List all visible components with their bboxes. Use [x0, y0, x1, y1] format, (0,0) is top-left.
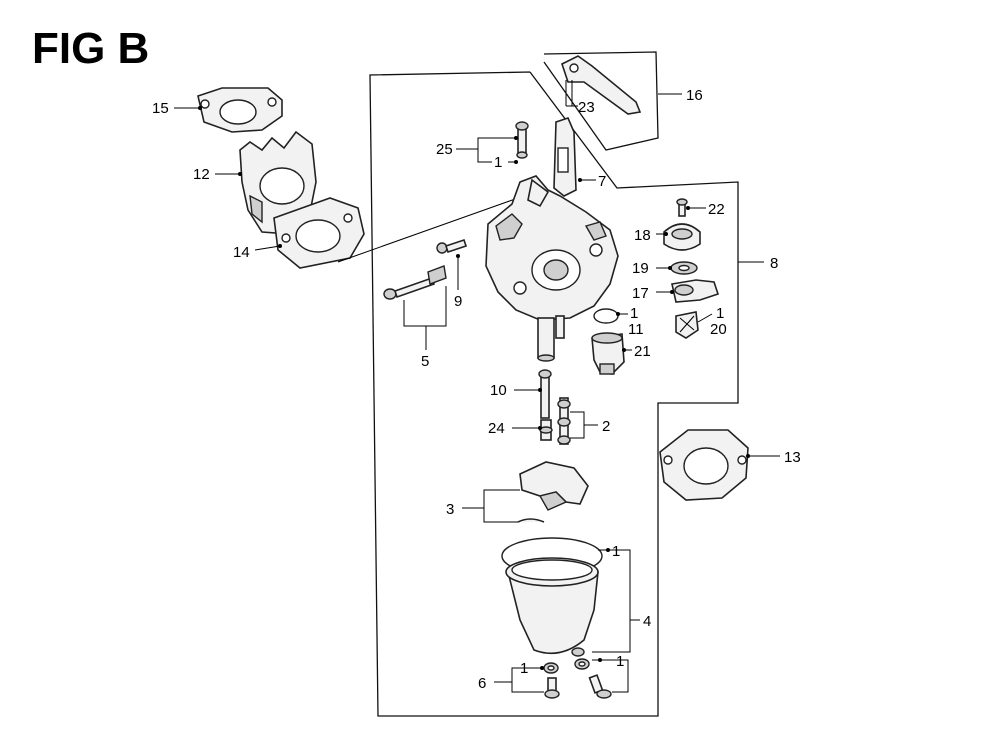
assembly-line — [337, 197, 519, 263]
callout-24: 24 — [488, 420, 505, 437]
callout-6: 6 — [478, 675, 486, 692]
leader-lines — [174, 93, 780, 693]
part-7-bracket — [553, 117, 577, 197]
callout-1-f: 1 — [616, 653, 624, 670]
part-13-gasket — [659, 429, 749, 501]
callout-15: 15 — [152, 100, 169, 117]
callout-1-d: 1 — [612, 543, 620, 560]
part-17-body — [671, 279, 720, 303]
callout-labels: 15 12 14 25 1 7 23 16 9 5 22 18 8 19 17 … — [152, 87, 801, 692]
part-18-cap — [663, 223, 701, 251]
part-3-float — [517, 461, 589, 523]
callout-16: 16 — [686, 87, 703, 104]
part-6-drain-screw — [543, 662, 560, 699]
callout-5: 5 — [421, 353, 429, 370]
part-10-needle — [538, 369, 552, 419]
callout-3: 3 — [446, 501, 454, 518]
callout-18: 18 — [634, 227, 651, 244]
callout-9: 9 — [454, 293, 462, 310]
callout-23: 23 — [578, 99, 595, 116]
part-15-gasket — [197, 87, 283, 133]
part-2-jet — [557, 397, 571, 445]
part-9-screw — [436, 238, 468, 254]
part-4-float-bowl — [501, 537, 603, 657]
part-5-screw — [383, 265, 447, 300]
part-19-diaphragm — [670, 261, 698, 275]
part-16-choke-lever — [561, 55, 642, 115]
part-12-insulator — [239, 130, 317, 235]
callout-10: 10 — [490, 382, 507, 399]
part-22-screw — [676, 198, 688, 217]
carburetor-body — [485, 175, 619, 362]
assembly-boundary — [369, 71, 739, 717]
callout-14: 14 — [233, 244, 250, 261]
callout-20: 20 — [710, 321, 727, 338]
part-14-gasket — [273, 197, 365, 269]
callout-1-a: 1 — [494, 154, 502, 171]
part-24-valve — [539, 419, 553, 441]
part-11-oring — [593, 308, 619, 324]
callout-21: 21 — [634, 343, 651, 360]
leader-dots — [198, 106, 750, 670]
callout-8: 8 — [770, 255, 778, 272]
callout-25: 25 — [436, 141, 453, 158]
callout-4: 4 — [643, 613, 651, 630]
callout-7: 7 — [598, 173, 606, 190]
part-16-boundary — [543, 51, 659, 151]
callout-19: 19 — [632, 260, 649, 277]
part-bowl-bolt — [574, 658, 612, 699]
callout-22: 22 — [708, 201, 725, 218]
figure-title: FIG B — [32, 24, 149, 73]
callout-1-e: 1 — [520, 660, 528, 677]
callout-11: 11 — [628, 321, 644, 338]
callout-2: 2 — [602, 418, 610, 435]
callout-17: 17 — [632, 285, 649, 302]
callout-12: 12 — [193, 166, 210, 183]
callout-13: 13 — [784, 449, 801, 466]
part-21-valve — [591, 332, 625, 375]
callout-1-b: 1 — [630, 305, 638, 322]
part-20-filter — [675, 311, 699, 339]
callout-1-c: 1 — [716, 305, 724, 322]
part-25-screw — [515, 121, 529, 159]
